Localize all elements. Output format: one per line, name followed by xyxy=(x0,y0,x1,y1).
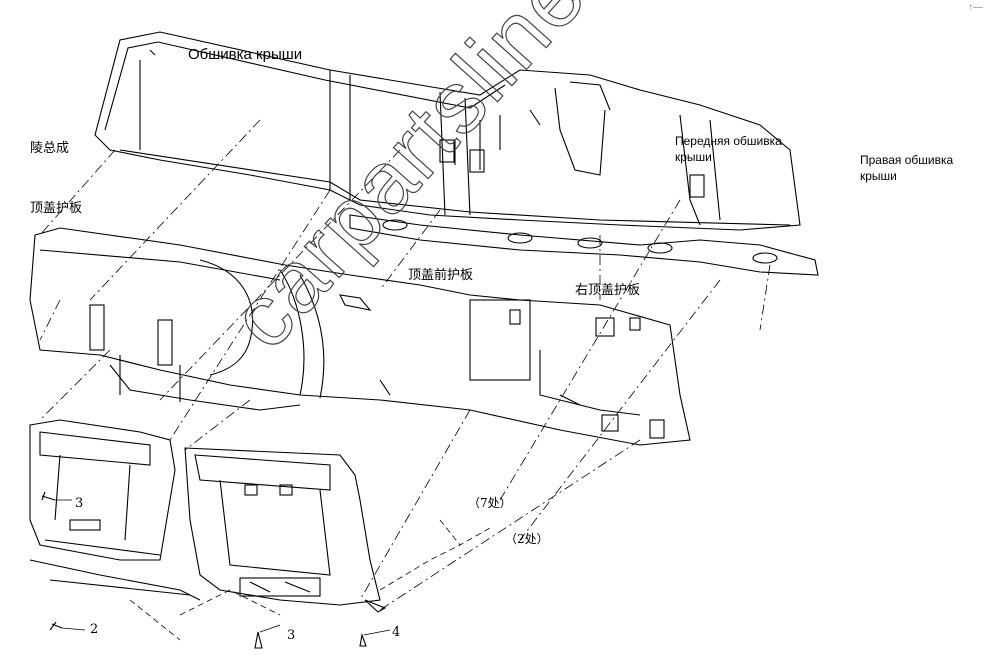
cn-roof-cover-label: 顶盖护板 xyxy=(30,201,83,216)
cn-front-cover-label: 顶盖前护板 xyxy=(408,268,474,283)
leader-lines xyxy=(39,119,771,611)
front-cover-panel-left xyxy=(29,419,201,601)
cn-assembly-label: 陵总成 xyxy=(30,141,70,156)
count-7-label: （7处） xyxy=(468,496,512,510)
front-cover-panel-center xyxy=(184,447,381,606)
fasteners xyxy=(41,491,391,649)
right-roof-trim-label: Правая обшивка крыши xyxy=(860,153,954,183)
callout-number: 4 xyxy=(392,625,401,640)
front-roof-trim-label: Передняя обшивка крыши xyxy=(675,134,782,164)
roof-cover-panel xyxy=(29,227,691,446)
callout-number: 3 xyxy=(75,496,84,511)
cn-right-cover-label: 右顶盖护板 xyxy=(575,283,641,298)
callout-number: 3 xyxy=(287,628,296,643)
callout-brackets xyxy=(129,519,491,641)
corner-mark: ↑— xyxy=(968,2,983,13)
roof-trim-panel xyxy=(94,31,819,276)
count-2-label: （2处） xyxy=(505,532,549,546)
callout-number: 2 xyxy=(90,622,99,637)
roof-trim-label: Обшивка крыши xyxy=(188,46,303,63)
